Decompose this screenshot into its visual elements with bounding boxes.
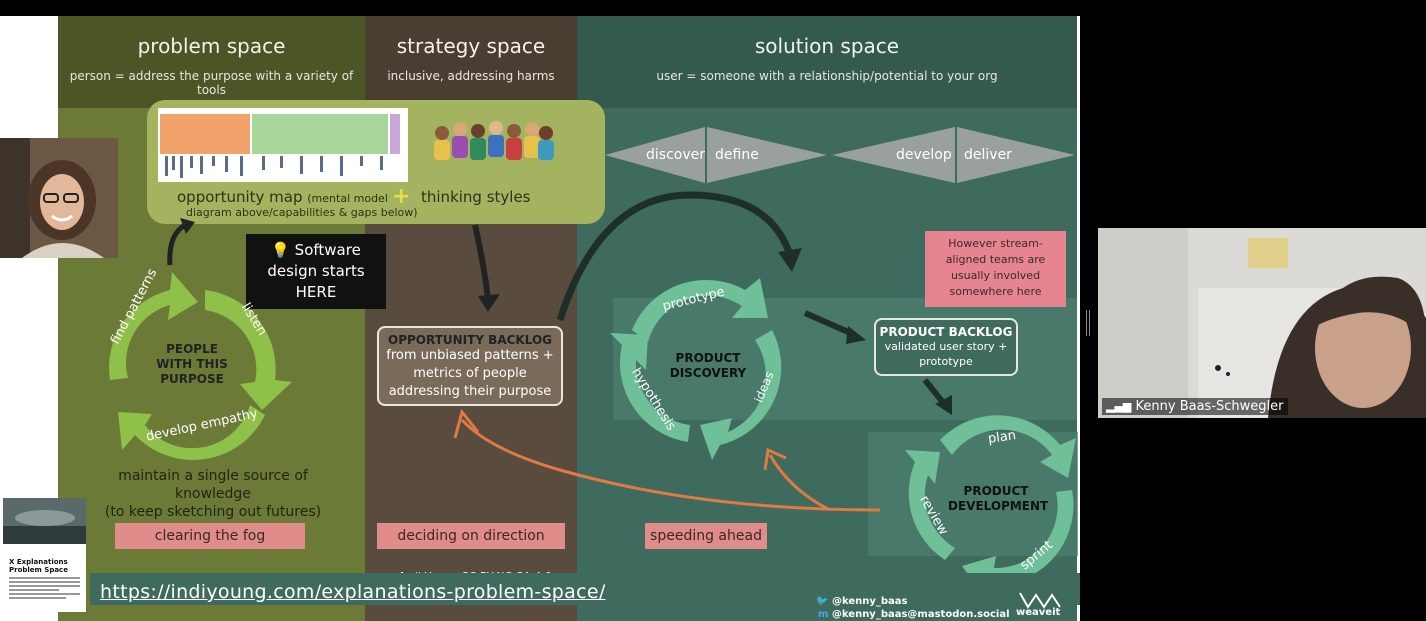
article-thumbnail[interactable]: X Explanations Problem Space <box>3 498 86 612</box>
people-cycle-center: PEOPLE WITH THIS PURPOSE <box>156 342 228 386</box>
participant-video <box>1098 228 1426 418</box>
signal-bars-icon: ▂▄▆ <box>1106 400 1132 413</box>
presenter-video <box>0 138 118 258</box>
opportunity-map-label: opportunity map (mental model <box>177 188 388 206</box>
weaveit-logo-icon <box>1019 592 1061 609</box>
thumbnail-title-1: X Explanations <box>9 558 68 566</box>
panel-resize-handle[interactable] <box>1086 310 1090 336</box>
thumbnail-title-2: Problem Space <box>9 566 68 574</box>
development-cycle-arrows <box>905 415 1076 598</box>
define-label: define <box>715 147 759 163</box>
solution-space-title: solution space <box>754 34 900 58</box>
discover-label: discover <box>646 147 705 163</box>
product-backlog-box: PRODUCT BACKLOG validated user story + p… <box>874 318 1018 376</box>
stream-aligned-note: However stream- aligned teams are usuall… <box>925 231 1066 307</box>
tag-speeding-ahead: speeding ahead <box>645 523 767 549</box>
product-discovery-center: PRODUCT DISCOVERY <box>669 351 747 380</box>
software-design-callout: 💡 Software design starts HERE <box>246 234 386 309</box>
thinking-styles-label: thinking styles <box>421 188 531 206</box>
tag-clearing-the-fog: clearing the fog <box>115 523 305 549</box>
develop-label: develop <box>896 147 952 163</box>
opportunity-map-note: diagram above/capabilities & gaps below) <box>186 206 418 219</box>
discovery-cycle-arrows <box>610 278 782 460</box>
slide-footer <box>90 573 1080 605</box>
weaveit-brand: weaveit <box>1016 607 1061 618</box>
strategy-space-title: strategy space <box>396 34 546 58</box>
strategy-space-subtitle: inclusive, addressing harms <box>387 69 555 83</box>
reference-link[interactable]: https://indiyoung.com/explanations-probl… <box>100 581 606 603</box>
opportunity-backlog-box: OPPORTUNITY BACKLOG from unbiased patter… <box>377 326 563 406</box>
tag-deciding-on-direction: deciding on direction <box>377 523 565 549</box>
double-diamond <box>605 127 1075 183</box>
problem-space-subtitle: person = address the purpose with a vari… <box>69 69 354 97</box>
twitter-icon: 🐦 <box>816 596 829 607</box>
maintain-knowledge-text: maintain a single source of knowledge (t… <box>104 468 322 520</box>
participant-name-label: ▂▄▆ Kenny Baas-Schwegler <box>1102 398 1288 415</box>
lightbulb-icon: 💡 <box>271 241 290 259</box>
solution-space-subtitle: user = someone with a relationship/poten… <box>656 69 998 83</box>
plus-sign: + <box>392 184 411 209</box>
mastodon-handle: m @kenny_baas@mastodon.social <box>818 609 1010 620</box>
deliver-label: deliver <box>964 147 1012 163</box>
product-development-center: PRODUCT DEVELOPMENT <box>948 484 1049 513</box>
mastodon-icon: m <box>818 609 829 620</box>
problem-space-title: problem space <box>137 34 286 58</box>
twitter-handle: 🐦 @kenny_baas <box>816 596 908 607</box>
people-cycle-arrows <box>109 272 292 460</box>
thinking-styles-people-icon <box>434 121 554 160</box>
landscape-image <box>3 498 86 544</box>
